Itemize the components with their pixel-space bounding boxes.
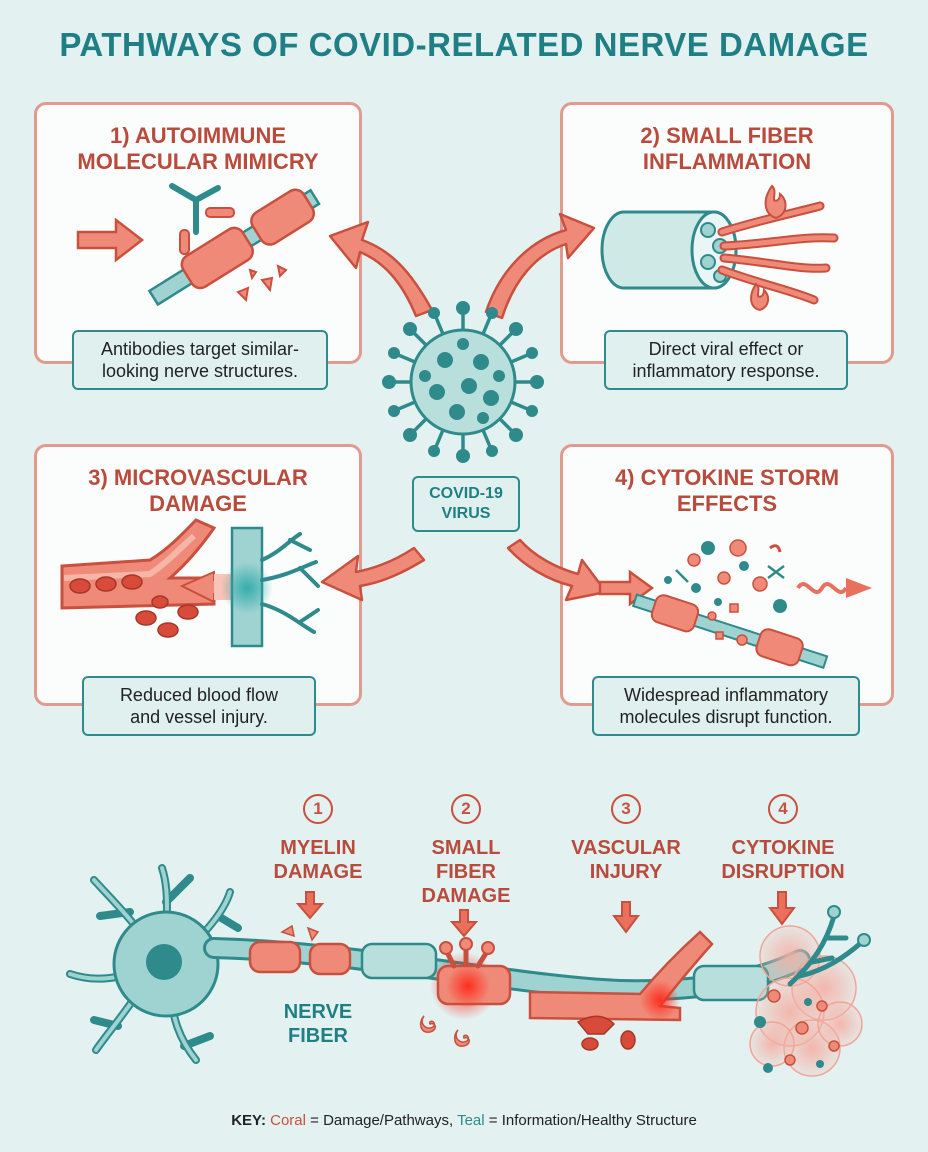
small-fiber-damage [419, 937, 512, 1047]
key-prefix: KEY: [231, 1112, 266, 1129]
panel-title: 1) AUTOIMMUNE MOLECULAR MIMICRY [77, 123, 319, 174]
small-fiber-illustration [600, 184, 839, 312]
debris [236, 264, 288, 303]
caption-cytokine: Widespread inflammatory molecules disrup… [592, 676, 860, 736]
step-number: 3 [611, 794, 641, 824]
flame-icon [764, 184, 787, 220]
caption-microvascular: Reduced blood flow and vessel injury. [82, 676, 316, 736]
key-teal-meaning: = Information/Healthy Structure [488, 1112, 697, 1129]
damaged-myelin [248, 924, 352, 976]
cytokine-disruption [749, 905, 871, 1077]
nerve-diagram [66, 864, 871, 1077]
step-number: 1 [303, 794, 333, 824]
covid-virus-icon [382, 301, 544, 463]
step-number: 4 [768, 794, 798, 824]
flame-icon [453, 1029, 470, 1047]
step-label-cytokine: CYTOKINE DISRUPTION [721, 837, 845, 883]
color-key: KEY: Coral = Damage/Pathways, Teal = Inf… [0, 1112, 928, 1129]
panel-title: 2) SMALL FIBER INFLAMMATION [640, 123, 814, 174]
key-coral-word: Coral [270, 1112, 306, 1129]
pathway-arrows [320, 212, 608, 602]
microvascular-illustration [60, 518, 320, 648]
flame-icon [750, 282, 770, 312]
arrow-right-icon [76, 217, 145, 263]
step-label-vascular: VASCULAR INJURY [571, 837, 681, 883]
neuron-nucleus [146, 944, 182, 980]
cytokine-illustration [598, 539, 872, 670]
step-label-myelin: MYELIN DAMAGE [273, 837, 363, 883]
caption-autoimmune: Antibodies target similar- looking nerve… [72, 330, 328, 390]
panel-title: 4) CYTOKINE STORM EFFECTS [614, 465, 840, 516]
vascular-injury [528, 930, 714, 1051]
step-number: 2 [451, 794, 481, 824]
covid-virus-label: COVID-19 VIRUS [412, 476, 520, 532]
step-label-small-fiber: SMALL FIBER DAMAGE [421, 837, 511, 907]
page-title: PATHWAYS OF COVID-RELATED NERVE DAMAGE [59, 26, 869, 63]
autoimmune-illustration [76, 183, 321, 307]
myelin-segment [250, 188, 316, 246]
key-coral-meaning: = Damage/Pathways, [310, 1112, 454, 1129]
down-arrows [295, 891, 796, 938]
myelin-segment [180, 226, 254, 290]
caption-small-fiber: Direct viral effect or inflammatory resp… [604, 330, 848, 390]
healthy-myelin [360, 942, 438, 980]
key-teal-word: Teal [457, 1112, 485, 1129]
antibody-icon [169, 183, 221, 235]
flame-icon [419, 1015, 436, 1033]
healthy-myelin [692, 964, 770, 1002]
nerve-fiber-label: NERVE FIBER [283, 1001, 353, 1047]
panel-title: 3) MICROVASCULAR DAMAGE [88, 465, 308, 516]
